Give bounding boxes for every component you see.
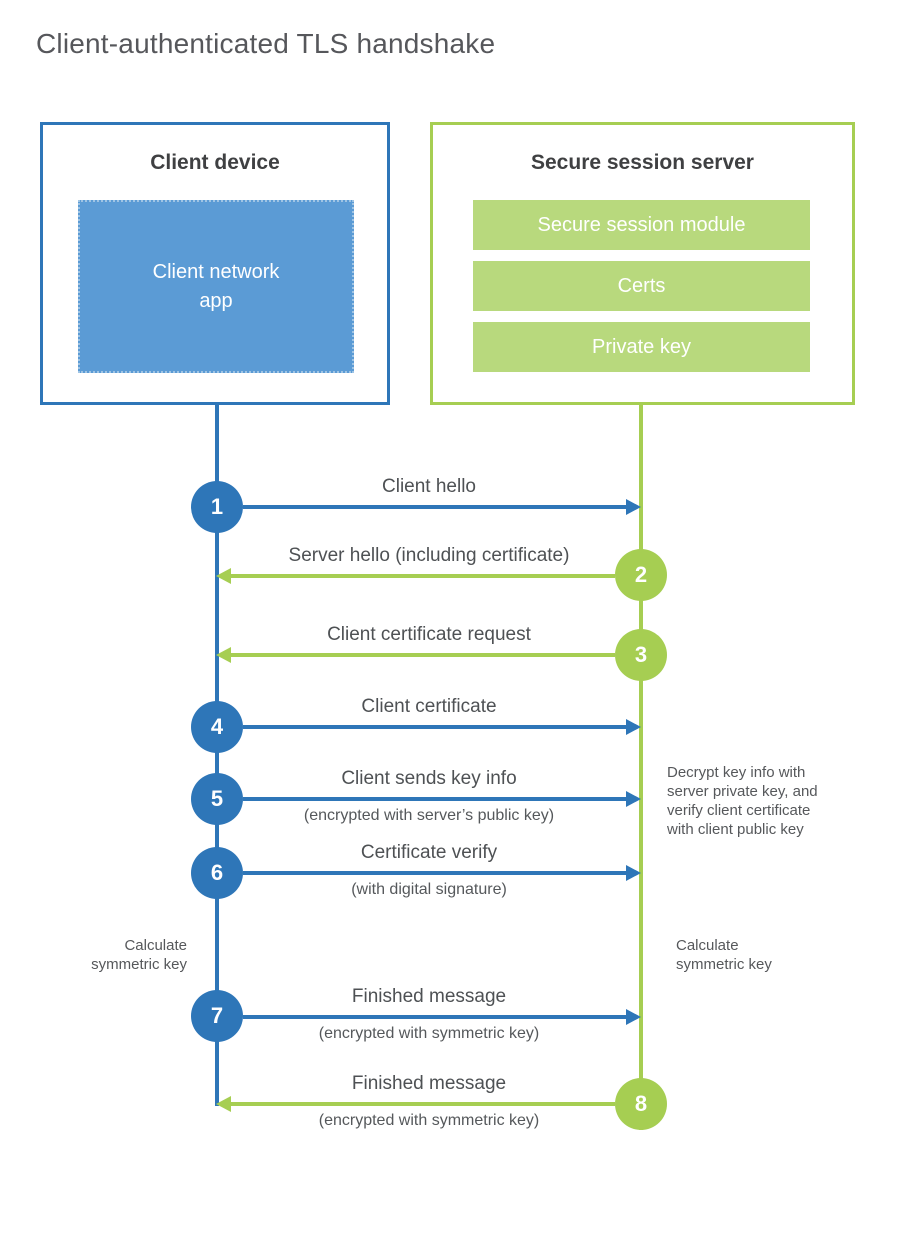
arrow-head-right-icon: [626, 865, 641, 881]
secure-session-server-title: Secure session server: [531, 151, 754, 174]
arrow-head-left-icon: [216, 647, 231, 663]
step-4-badge: 4: [191, 701, 243, 753]
calculate-symmetric-key-note-server: Calculate symmetric key: [676, 936, 816, 974]
step-6-badge: 6: [191, 847, 243, 899]
step-8-label: Finished message: [351, 1073, 507, 1094]
step-3-badge: 3: [615, 629, 667, 681]
arrow-shaft: [243, 871, 626, 875]
step-8-sublabel: (encrypted with symmetric key): [318, 1112, 540, 1129]
arrow-shaft: [243, 505, 626, 509]
step-5-label: Client sends key info: [341, 768, 517, 789]
page-title: Client-authenticated TLS handshake: [36, 28, 496, 59]
step-5-badge: 5: [191, 773, 243, 825]
decrypt-key-note-line2: server private key, and: [667, 783, 818, 800]
step-6-label: Certificate verify: [360, 842, 498, 863]
arrow-head-right-icon: [626, 499, 641, 515]
calc-note-line2: symmetric key: [91, 956, 187, 973]
step-7-badge: 7: [191, 990, 243, 1042]
step-3-label: Client certificate request: [327, 624, 531, 645]
arrow-shaft: [231, 1102, 615, 1106]
arrow-head-left-icon: [216, 1096, 231, 1112]
decrypt-key-note-line1: Decrypt key info with: [667, 764, 806, 781]
calculate-symmetric-key-note-client: Calculate symmetric key: [60, 936, 187, 974]
step-5-sublabel: (encrypted with server’s public key): [303, 807, 555, 824]
arrow-shaft: [243, 797, 626, 801]
client-app-label-line2: app: [199, 289, 233, 312]
arrow-head-left-icon: [216, 568, 231, 584]
decrypt-key-note-line3: verify client certificate: [667, 802, 811, 819]
client-app-label-line1: Client network: [152, 260, 280, 283]
client-network-app-box: Client network app: [78, 200, 354, 373]
arrow-shaft: [243, 725, 626, 729]
calc-note-line2: symmetric key: [676, 956, 772, 973]
client-lifeline: [215, 404, 219, 1106]
arrow-shaft: [231, 653, 615, 657]
step-7-label: Finished message: [351, 986, 507, 1007]
server-module-secure-session: Secure session module: [473, 200, 810, 250]
step-2-badge: 2: [615, 549, 667, 601]
arrow-head-right-icon: [626, 719, 641, 735]
step-7-sublabel: (encrypted with symmetric key): [318, 1025, 540, 1042]
step-4-label: Client certificate: [361, 696, 497, 717]
calc-note-line1: Calculate: [676, 937, 739, 954]
arrow-shaft: [231, 574, 615, 578]
decrypt-key-note: Decrypt key info with server private key…: [667, 763, 847, 839]
decrypt-key-note-line4: with client public key: [667, 821, 804, 838]
client-device-title: Client device: [150, 151, 280, 174]
arrow-head-right-icon: [626, 791, 641, 807]
calc-note-line1: Calculate: [124, 937, 187, 954]
arrow-head-right-icon: [626, 1009, 641, 1025]
step-1-label: Client hello: [382, 476, 476, 497]
step-8-badge: 8: [615, 1078, 667, 1130]
server-module-certs: Certs: [473, 261, 810, 311]
step-6-sublabel: (with digital signature): [351, 881, 507, 898]
server-lifeline: [639, 404, 643, 1130]
step-1-badge: 1: [191, 481, 243, 533]
arrow-shaft: [243, 1015, 626, 1019]
server-module-private-key: Private key: [473, 322, 810, 372]
step-2-label: Server hello (including certificate): [288, 545, 570, 566]
